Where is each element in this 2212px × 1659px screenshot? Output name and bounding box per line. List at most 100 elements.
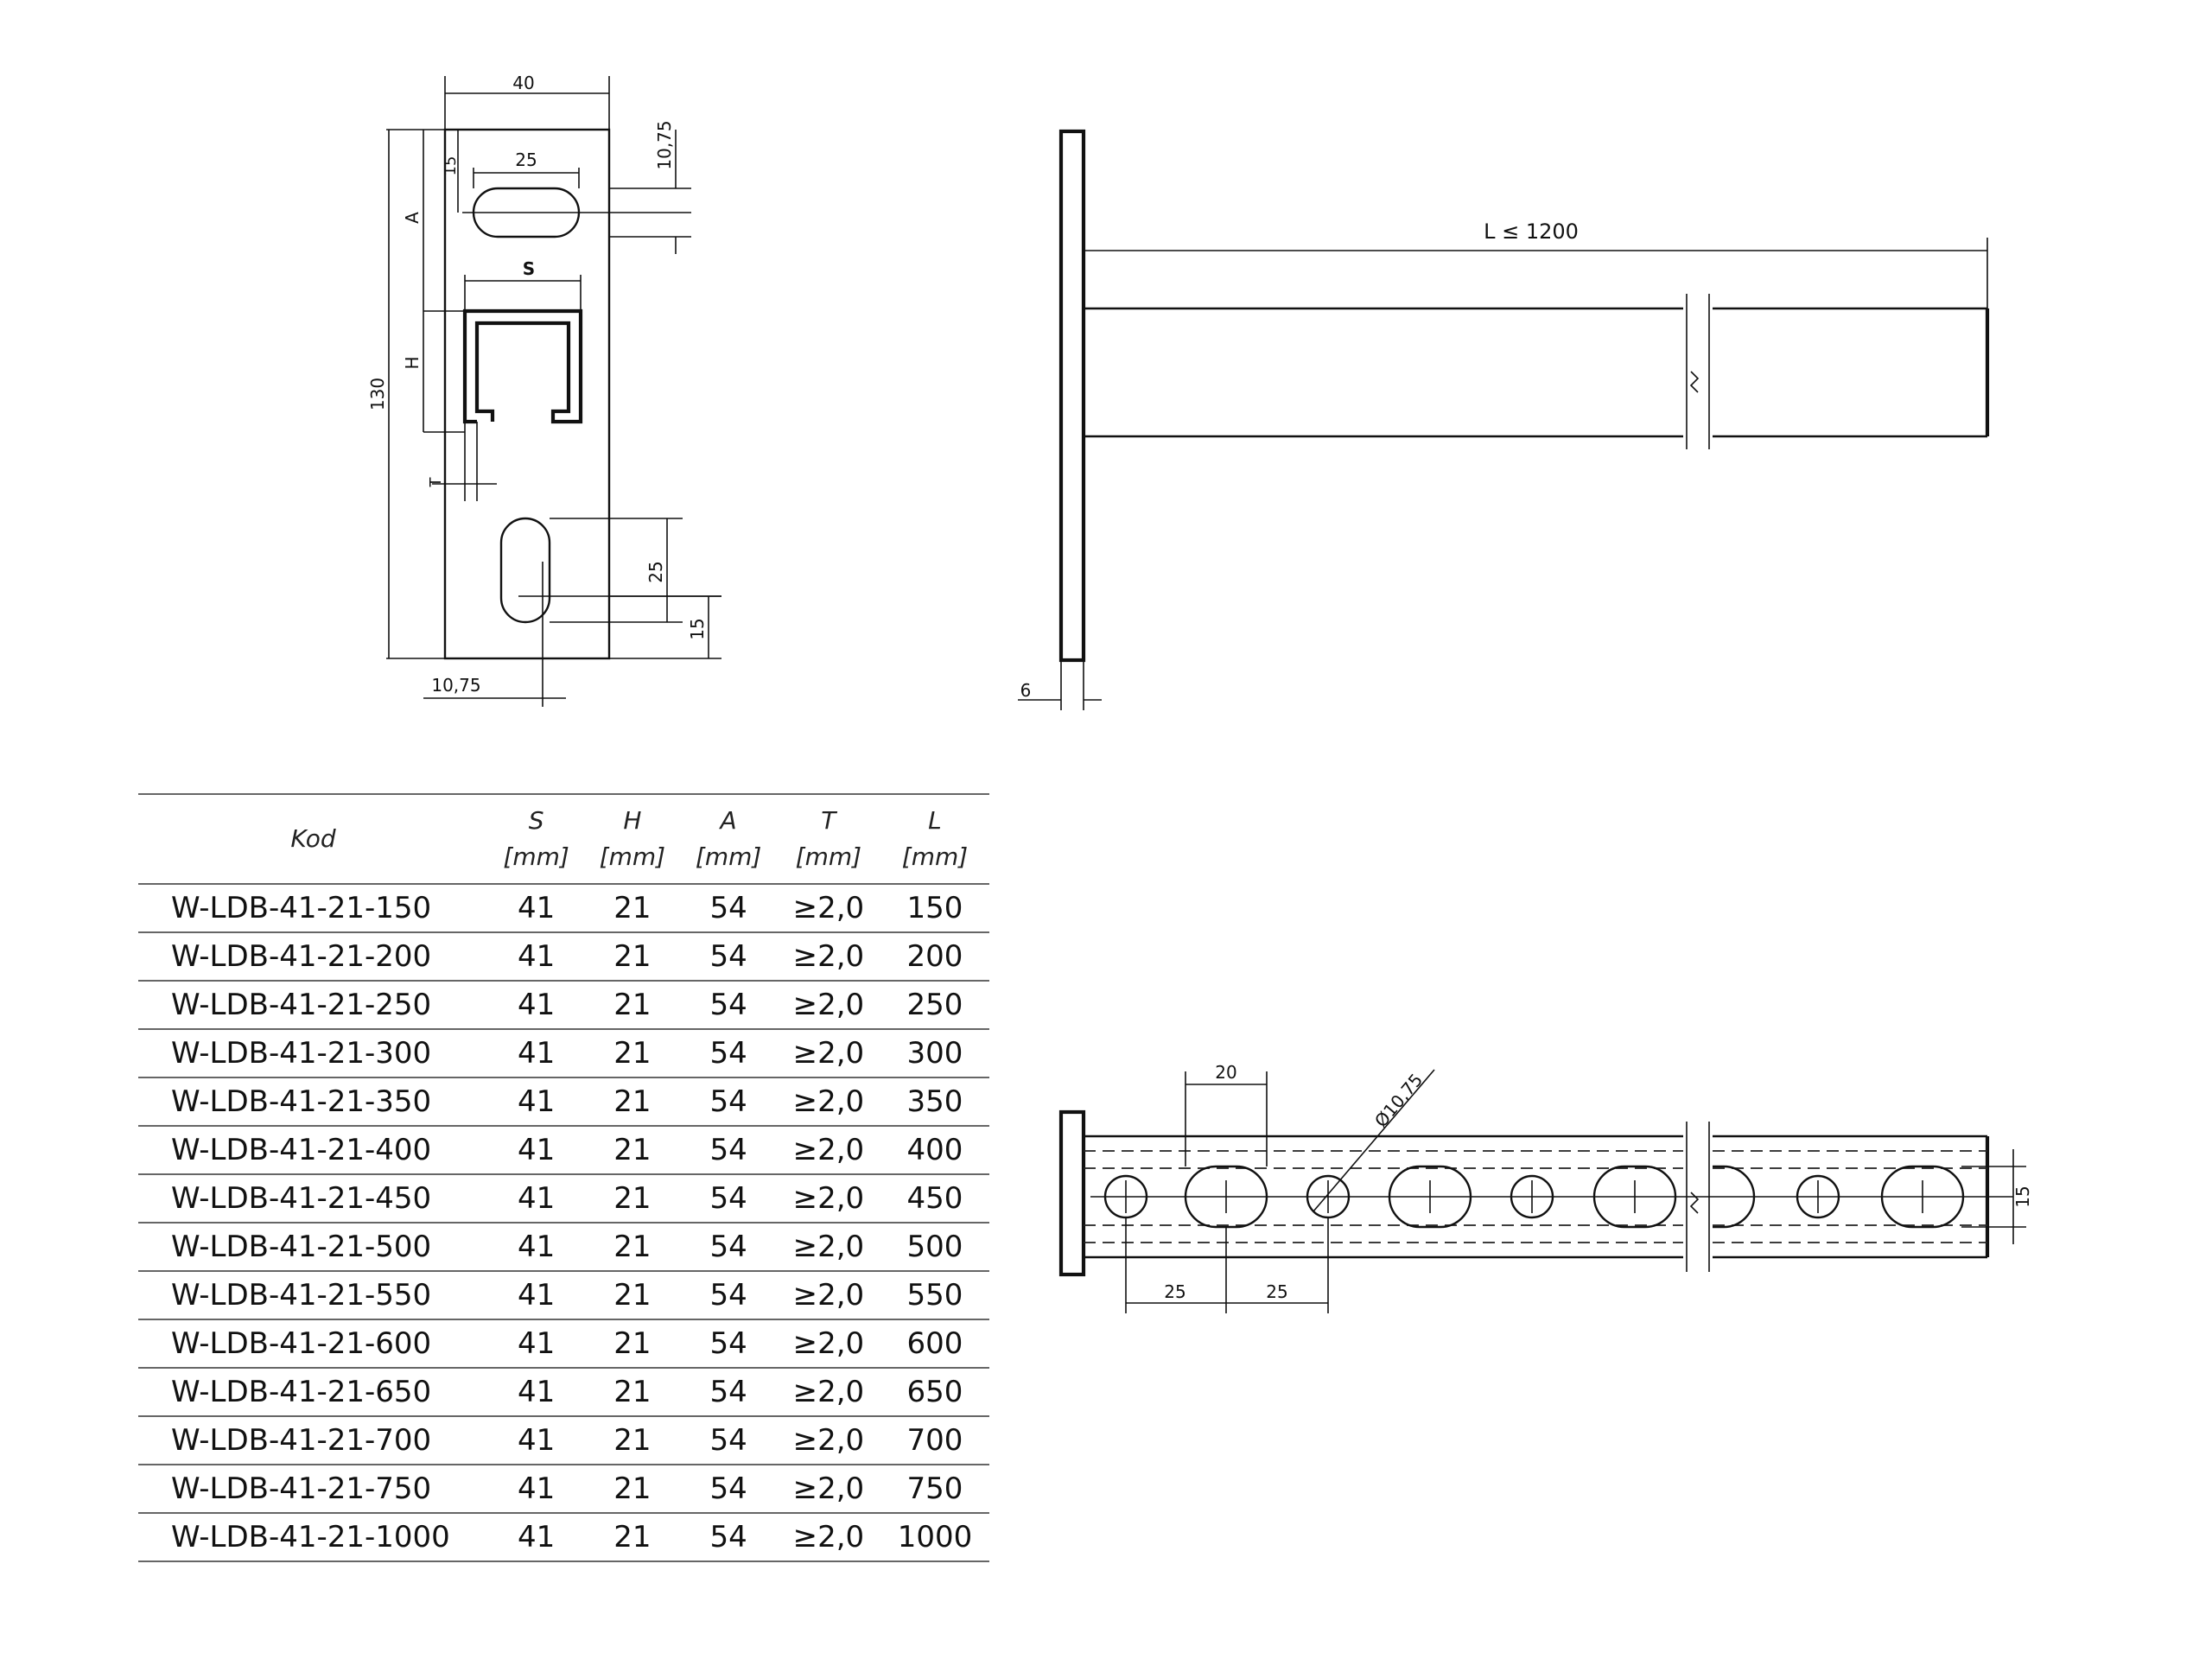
dim-top-slot-width-label: 25 bbox=[515, 149, 537, 170]
column-header-a: A[mm] bbox=[680, 793, 777, 885]
table-cell: 250 bbox=[880, 981, 989, 1030]
product-code-cell: W-LDB-41-21-300 bbox=[138, 1029, 488, 1078]
column-header-unit: [mm] bbox=[795, 842, 862, 871]
column-header-s: S[mm] bbox=[488, 793, 585, 885]
table-cell: 41 bbox=[488, 1513, 585, 1562]
table-cell: ≥2,0 bbox=[776, 1174, 880, 1224]
product-code-cell: W-LDB-41-21-550 bbox=[138, 1271, 488, 1320]
table-cell: 21 bbox=[584, 981, 681, 1030]
dim-pitch-1-label: 25 bbox=[1164, 1281, 1185, 1302]
table-cell: ≥2,0 bbox=[776, 884, 880, 933]
table-cell: 54 bbox=[680, 1126, 777, 1175]
table-cell: 41 bbox=[488, 1271, 585, 1320]
table-cell: ≥2,0 bbox=[776, 1368, 880, 1417]
product-code-cell: W-LDB-41-21-700 bbox=[138, 1416, 488, 1465]
dim-bottom-slot-length-label: 25 bbox=[645, 561, 666, 582]
table-cell: 21 bbox=[584, 1174, 681, 1224]
table-cell: 550 bbox=[880, 1271, 989, 1320]
table-cell: 21 bbox=[584, 1223, 681, 1272]
table-cell: 650 bbox=[880, 1368, 989, 1417]
column-header-name: L bbox=[928, 806, 942, 835]
column-header-t: T[mm] bbox=[776, 793, 880, 885]
product-code-cell: W-LDB-41-21-150 bbox=[138, 884, 488, 933]
table-cell: 54 bbox=[680, 1319, 777, 1369]
product-code-cell: W-LDB-41-21-400 bbox=[138, 1126, 488, 1175]
dim-height-label: 130 bbox=[367, 378, 388, 410]
column-header-unit: [mm] bbox=[695, 842, 762, 871]
product-code-cell: W-LDB-41-21-500 bbox=[138, 1223, 488, 1272]
table-cell: 21 bbox=[584, 1465, 681, 1514]
table-cell: 54 bbox=[680, 981, 777, 1030]
dim-plate-thickness-label: 6 bbox=[1020, 680, 1032, 701]
table-cell: 21 bbox=[584, 1513, 681, 1562]
table-cell: 21 bbox=[584, 1271, 681, 1320]
table-cell: ≥2,0 bbox=[776, 981, 880, 1030]
top-arm-outline bbox=[1084, 1122, 2013, 1272]
column-header-name: Kod bbox=[290, 824, 336, 853]
table-cell: 150 bbox=[880, 884, 989, 933]
table-cell: 21 bbox=[584, 932, 681, 982]
top-plate bbox=[1058, 1109, 1086, 1277]
table-cell: 54 bbox=[680, 1513, 777, 1562]
table-cell: 54 bbox=[680, 1271, 777, 1320]
table-cell: 54 bbox=[680, 884, 777, 933]
column-header-l: L[mm] bbox=[880, 793, 989, 885]
table-cell: 54 bbox=[680, 1174, 777, 1224]
product-code-cell: W-LDB-41-21-1000 bbox=[138, 1513, 488, 1562]
table-cell: 350 bbox=[880, 1077, 989, 1127]
table-cell: 54 bbox=[680, 1029, 777, 1078]
dim-width-label-top: 15 bbox=[2012, 1185, 2033, 1207]
table-cell: 41 bbox=[488, 1368, 585, 1417]
table-cell: 41 bbox=[488, 1174, 585, 1224]
table-cell: 41 bbox=[488, 932, 585, 982]
product-code-cell: W-LDB-41-21-200 bbox=[138, 932, 488, 982]
table-cell: 450 bbox=[880, 1174, 989, 1224]
table-cell: 21 bbox=[584, 1416, 681, 1465]
column-header-h: H[mm] bbox=[584, 793, 681, 885]
table-cell: 200 bbox=[880, 932, 989, 982]
table-cell: ≥2,0 bbox=[776, 1126, 880, 1175]
dim-top-slot-offset-label: 15 bbox=[442, 156, 460, 176]
table-cell: 300 bbox=[880, 1029, 989, 1078]
table-cell: 54 bbox=[680, 1077, 777, 1127]
table-cell: 21 bbox=[584, 1368, 681, 1417]
table-cell: 54 bbox=[680, 1368, 777, 1417]
table-cell: 21 bbox=[584, 884, 681, 933]
dim-bottom-slot-offset-label: 15 bbox=[687, 618, 708, 639]
table-cell: 54 bbox=[680, 1416, 777, 1465]
front-dimension-lines bbox=[386, 76, 721, 699]
table-cell: 750 bbox=[880, 1465, 989, 1514]
product-code-cell: W-LDB-41-21-350 bbox=[138, 1077, 488, 1127]
table-cell: 41 bbox=[488, 1416, 585, 1465]
side-dimension-lines bbox=[1018, 238, 1988, 710]
table-cell: 21 bbox=[584, 1029, 681, 1078]
dim-length-label: L ≤ 1200 bbox=[1484, 219, 1579, 244]
dim-slot-length-label: 20 bbox=[1215, 1062, 1236, 1083]
table-cell: ≥2,0 bbox=[776, 1223, 880, 1272]
table-cell: 1000 bbox=[880, 1513, 989, 1562]
table-cell: ≥2,0 bbox=[776, 1465, 880, 1514]
table-cell: 41 bbox=[488, 1223, 585, 1272]
table-cell: 500 bbox=[880, 1223, 989, 1272]
dim-h-label: H bbox=[402, 356, 423, 369]
dim-hole-diameter-label: Ø10,75 bbox=[1370, 1070, 1427, 1131]
product-code-cell: W-LDB-41-21-650 bbox=[138, 1368, 488, 1417]
column-header-name: S bbox=[528, 806, 544, 835]
table-cell: ≥2,0 bbox=[776, 1077, 880, 1127]
table-cell: 41 bbox=[488, 1126, 585, 1175]
product-code-cell: W-LDB-41-21-450 bbox=[138, 1174, 488, 1224]
